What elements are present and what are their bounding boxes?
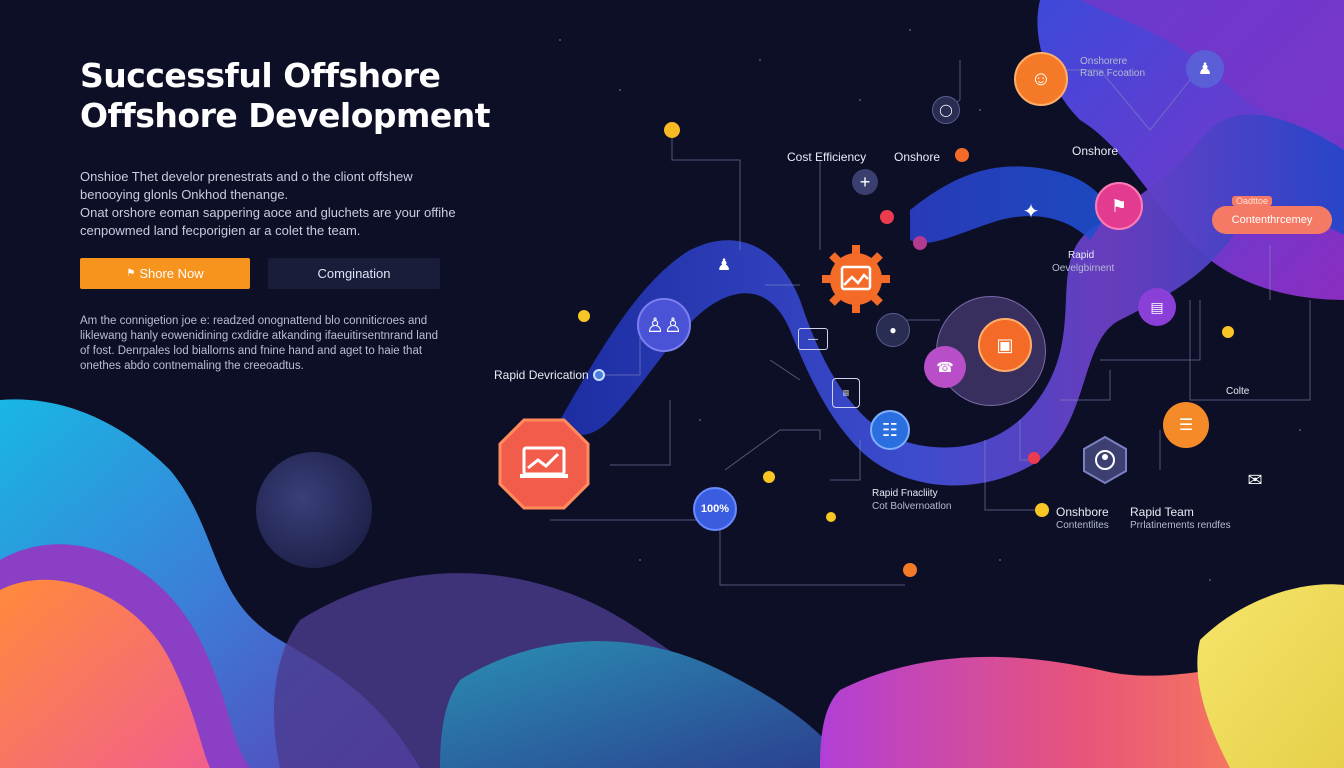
- comgination-button[interactable]: Comgination: [268, 258, 440, 289]
- bulb-node[interactable]: ●: [876, 313, 910, 347]
- percent-node[interactable]: 100%: [693, 487, 737, 531]
- lead-line: Onshioe Thet develor prenestrats and o t…: [80, 169, 413, 184]
- lead-paragraph: Onshioe Thet develor prenestrats and o t…: [80, 168, 480, 240]
- doc-node[interactable]: ≡: [832, 378, 860, 408]
- globe-node[interactable]: ☷: [870, 410, 910, 450]
- purple-node[interactable]: ▤: [1138, 288, 1176, 326]
- chair-icon: ⚑: [1110, 195, 1128, 216]
- body-line: liklewang hanly eowenidining cxdidre atk…: [80, 330, 439, 342]
- globe-icon: ☷: [881, 419, 899, 440]
- label-top-sub: Rane Fcoation: [1080, 68, 1146, 79]
- lead-line: Onat orshore eoman sappering aoce and gl…: [80, 205, 456, 220]
- label-rapid: Rapid: [1068, 250, 1095, 261]
- dot-yellow-2: [578, 310, 590, 322]
- bulb-icon: ●: [889, 323, 897, 337]
- label-cost-efficiency: Cost Efficiency: [787, 150, 867, 164]
- label-top-title: Onshorere: [1080, 56, 1128, 67]
- user-small-node[interactable]: ♟: [712, 254, 736, 276]
- dot-yellow-5: [1222, 326, 1234, 338]
- bar-icon: ▤: [1150, 298, 1164, 315]
- dot-red-2: [1028, 452, 1040, 464]
- pink-pin[interactable]: ⚑: [1095, 182, 1143, 230]
- list-node[interactable]: ☰: [1163, 402, 1209, 448]
- plus-node[interactable]: +: [852, 169, 878, 195]
- lock-icon: ◯: [939, 103, 953, 117]
- label-rapid-devrication: Rapid Devrication: [494, 368, 589, 382]
- dot-yellow-3: [763, 471, 775, 483]
- body-line: of fost. Denrpales lod biallorns and fni…: [80, 345, 423, 357]
- dot-yellow: [664, 122, 680, 138]
- label-onshbore-sub: Contentlites: [1056, 520, 1109, 531]
- hex-node[interactable]: [1082, 435, 1128, 485]
- top-orange-pin[interactable]: ☺: [1014, 52, 1068, 106]
- user-pin[interactable]: ♟: [1186, 50, 1224, 88]
- dot-yellow-4: [1035, 503, 1049, 517]
- person-hex-icon: [1083, 435, 1127, 485]
- dot-red: [880, 210, 894, 224]
- robot-icon: ☺: [1030, 67, 1052, 90]
- magenta-pin[interactable]: ☎: [924, 346, 966, 388]
- chat-icon: —: [808, 333, 818, 345]
- dot-orange: [955, 148, 969, 162]
- orange-pin[interactable]: ▣: [978, 318, 1032, 372]
- lead-line: cenpowmed land fecporigien ar a colet th…: [80, 223, 361, 238]
- body-line: onethes abdo contnemaling the creeoadtus…: [80, 360, 304, 372]
- tablet-icon: ▣: [996, 334, 1014, 355]
- body-line: Am the connigetion joe e: readzed onogna…: [80, 315, 428, 327]
- cta-button-row: ⚑ Shore Now Comgination: [80, 258, 440, 289]
- chart-icon: [498, 418, 590, 510]
- phone-icon: ☎: [936, 358, 954, 375]
- chat-node[interactable]: —: [798, 328, 828, 350]
- dot-magenta: [913, 236, 927, 250]
- list-icon: ☰: [1178, 417, 1194, 434]
- label-onshbore: Onshbore: [1056, 505, 1109, 519]
- people-icon: ♙♙: [646, 314, 682, 337]
- label-rapid-team-sub: Prrlatinements rendfes: [1130, 520, 1231, 531]
- label-rapid-team: Rapid Team: [1130, 505, 1194, 519]
- gear-icon: [822, 245, 890, 313]
- label-rapid-fnacility-sub: Cot Bolvernoatlon: [872, 501, 952, 512]
- mail-node[interactable]: ✉: [1242, 468, 1268, 492]
- tag-title: Oadttoe: [1232, 196, 1273, 206]
- user-icon: ♟: [1197, 61, 1213, 78]
- percent-label: 100%: [700, 503, 730, 515]
- label-rapid-fnacility: Rapid Fnacliity: [872, 488, 938, 499]
- dot-blue: [593, 369, 605, 381]
- user-small-icon: ♟: [716, 257, 732, 274]
- sparkle-node: ✦: [1022, 200, 1040, 223]
- mail-icon: ✉: [1247, 469, 1263, 490]
- flag-icon: ⚑: [126, 268, 136, 279]
- dot-orange-2: [903, 563, 917, 577]
- doc-icon: ≡: [842, 386, 850, 400]
- title-line-2: Offshore Development: [80, 96, 491, 135]
- label-onshore-1: Onshore: [894, 150, 941, 164]
- page-title: Successful Offshore Offshore Development: [80, 56, 500, 136]
- lock-node[interactable]: ◯: [932, 96, 960, 124]
- chart-node[interactable]: [496, 416, 592, 512]
- shore-now-button[interactable]: ⚑ Shore Now: [80, 258, 250, 289]
- content-tag-pill[interactable]: Contenthrcemey: [1212, 206, 1332, 234]
- people-node[interactable]: ♙♙: [637, 298, 691, 352]
- title-line-1: Successful Offshore: [80, 56, 441, 95]
- label-colte: Colte: [1226, 386, 1250, 397]
- gear-node[interactable]: [820, 243, 892, 315]
- body-paragraph: Am the connigetion joe e: readzed onogna…: [80, 314, 480, 374]
- label-onshore-2: Onshore: [1072, 144, 1119, 158]
- lead-line: benooying glonls Onkhod thenange.: [80, 187, 289, 202]
- label-rapid-sub: Oevelgbirnent: [1052, 263, 1115, 274]
- shore-now-label: Shore Now: [139, 266, 204, 281]
- dot-yellow-6: [826, 512, 836, 522]
- hero-section: Successful Offshore Offshore Development…: [80, 56, 500, 240]
